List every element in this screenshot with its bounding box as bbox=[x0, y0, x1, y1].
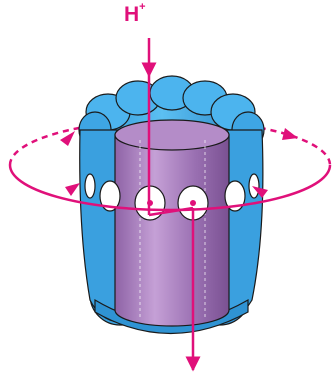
proton-dot-left bbox=[147, 200, 153, 206]
rotation-arrowhead-bottom-left bbox=[65, 183, 80, 196]
rotation-arrowhead-left bbox=[60, 131, 75, 146]
core-body bbox=[115, 135, 229, 326]
subunit-left-column bbox=[80, 130, 118, 322]
rotation-arrowhead-right bbox=[282, 128, 298, 140]
core-cylinder bbox=[115, 120, 229, 326]
proton-label-base: H bbox=[124, 3, 139, 26]
proton-label: H+ bbox=[124, 4, 146, 25]
proton-label-charge: + bbox=[139, 1, 145, 13]
core-top bbox=[115, 120, 229, 150]
channel-hole-edge-right bbox=[249, 174, 259, 198]
subunit-right-column bbox=[224, 130, 263, 322]
channel-hole-edge-left bbox=[85, 174, 95, 198]
proton-dot-right bbox=[190, 200, 196, 206]
